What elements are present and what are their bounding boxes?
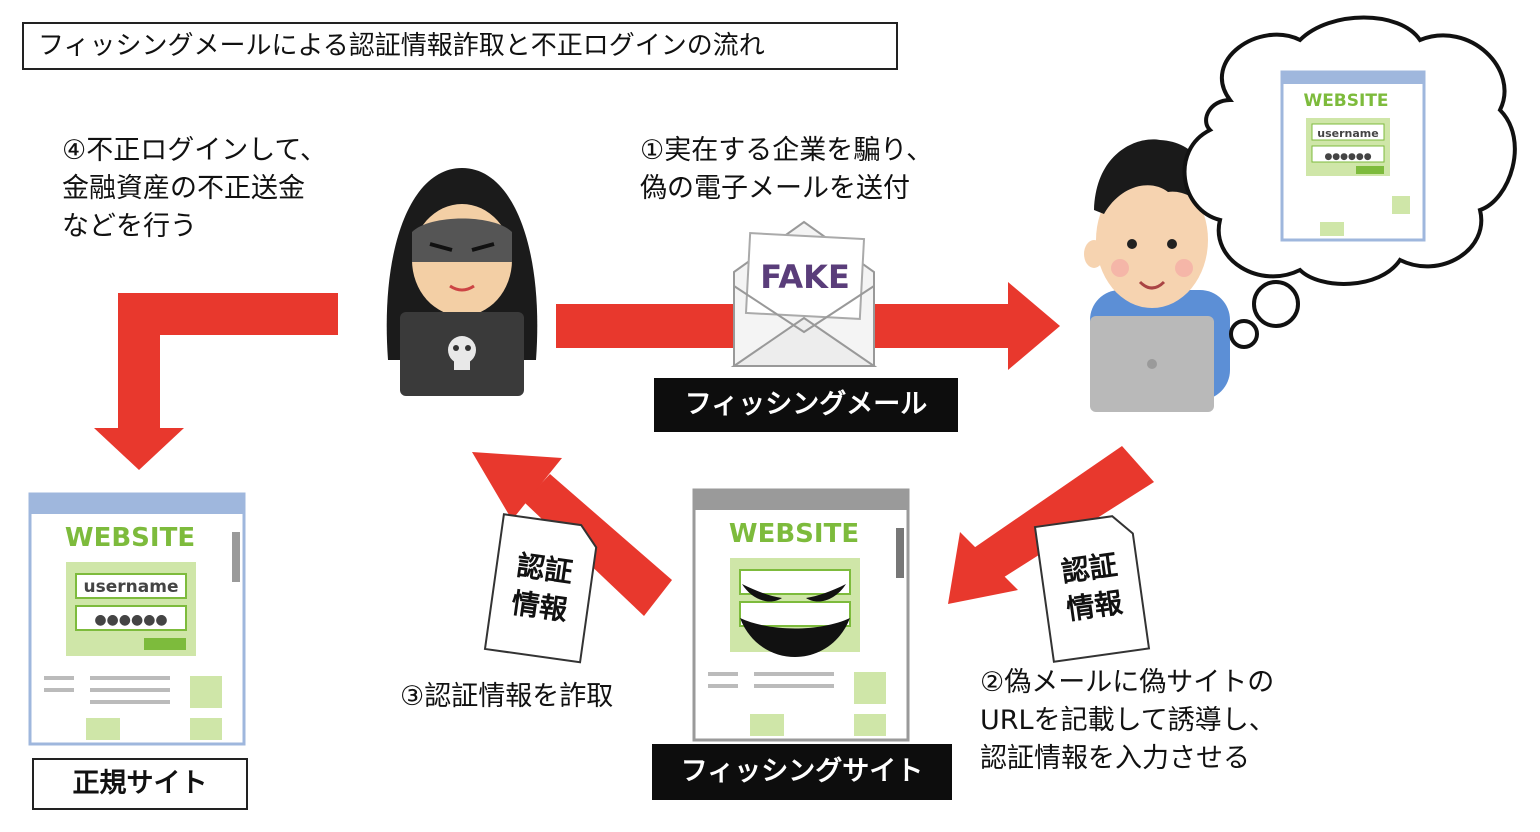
phishing-site-label: フィッシングサイト [652, 744, 952, 800]
arrow-lure [948, 446, 1154, 604]
phishing-mail-label: フィッシングメール [654, 378, 958, 432]
diagram-title: フィッシングメールによる認証情報詐取と不正ログインの流れ [22, 22, 898, 70]
phishing-website-heading: WEBSITE [729, 519, 859, 549]
step2-note: ②偽メールに偽サイトの URLを記載して誘導し、 認証情報を入力させる [980, 667, 1276, 774]
phishing-website-icon: WEBSITE [692, 488, 910, 742]
credential-label-left-line1: 認証 [515, 549, 575, 589]
user-icon [1084, 139, 1230, 412]
credential-label-left-line2: 情報 [509, 586, 570, 627]
step1-note: ①実在する企業を騙り、 偽の電子メールを送付 [640, 135, 934, 204]
bubble-username: username [1317, 127, 1378, 140]
envelope-text: FAKE [760, 258, 850, 296]
fake-envelope-icon: FAKE [730, 220, 878, 367]
arrow-steal [472, 452, 672, 616]
legit-username: username [84, 577, 179, 597]
bubble-website-heading: WEBSITE [1303, 91, 1388, 111]
legit-website-heading: WEBSITE [65, 523, 195, 553]
bubble-website-icon: WEBSITE username ●●●●●● [1280, 70, 1426, 242]
hacker-icon [386, 168, 538, 396]
bubble-password: ●●●●●● [1324, 152, 1371, 162]
step3-note: ③認証情報を詐取 [400, 681, 614, 712]
legit-password: ●●●●●● [94, 612, 167, 628]
credential-paper-left-icon: 認証 情報 [483, 513, 598, 664]
credential-label-right-line2: 情報 [1065, 586, 1126, 627]
legit-website-icon: WEBSITE username ●●●●●● [28, 492, 246, 746]
legit-site-label: 正規サイト [32, 758, 248, 810]
credential-label-right-line1: 認証 [1059, 548, 1119, 588]
arrow-login [94, 293, 338, 470]
step4-note: ④不正ログインして、 金融資産の不正送金 などを行う [62, 135, 328, 242]
credential-paper-right-icon: 認証 情報 [1033, 515, 1151, 663]
